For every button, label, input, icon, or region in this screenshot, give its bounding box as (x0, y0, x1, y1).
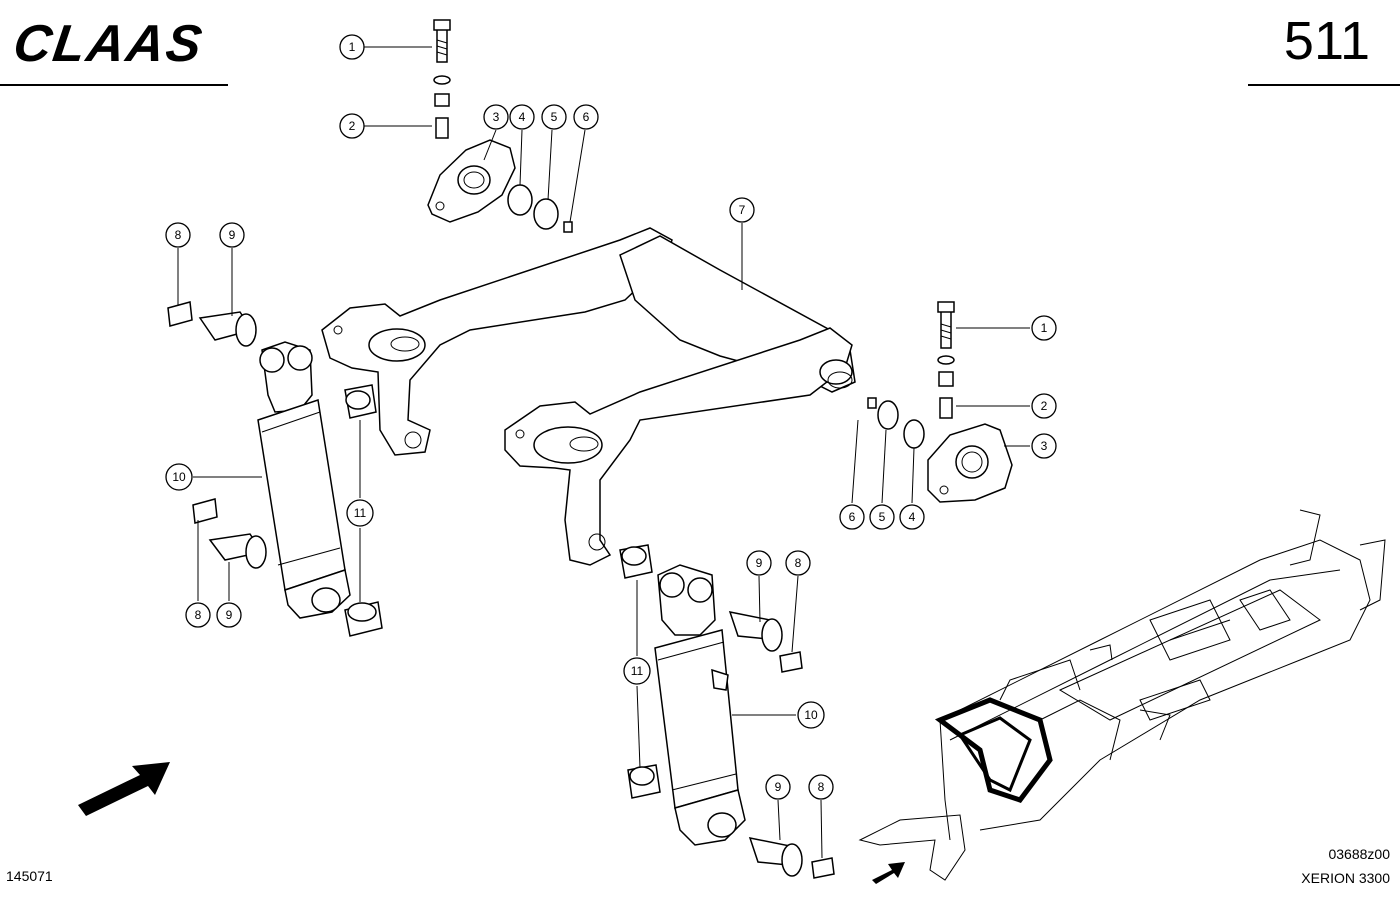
nut-right (938, 371, 954, 387)
cylinder-right (654, 564, 746, 846)
ring-5-right (877, 400, 899, 430)
callout-5-right: 5 (869, 504, 895, 530)
bearing-block-right (927, 423, 1013, 503)
ring-4-upper (507, 184, 533, 216)
svg-text:8: 8 (175, 228, 182, 242)
sleeve-upper (435, 117, 449, 139)
callout-5-top: 5 (541, 104, 567, 130)
page-number: 511 (1283, 11, 1370, 71)
svg-text:5: 5 (551, 110, 558, 124)
svg-text:9: 9 (229, 228, 236, 242)
grease-nipple-right (867, 397, 877, 409)
callout-3-top: 3 (483, 104, 509, 130)
callout-8-left-bottom: 8 (185, 602, 211, 628)
ring-5-upper (533, 198, 559, 230)
svg-text:8: 8 (195, 608, 202, 622)
svg-text:1: 1 (349, 40, 356, 54)
callout-11-right: 11 (623, 657, 651, 685)
pin-9-left-top (198, 311, 257, 347)
callout-8-right-bottom: 8 (808, 774, 834, 800)
svg-text:4: 4 (519, 110, 526, 124)
svg-text:3: 3 (493, 110, 500, 124)
callout-9-right-top: 9 (746, 550, 772, 576)
ring-4-right (903, 419, 925, 449)
header-rule-right (1248, 84, 1400, 86)
svg-text:11: 11 (354, 506, 367, 520)
grease-nipple-upper (563, 221, 573, 233)
callout-10-left: 10 (165, 463, 193, 491)
callout-3-right: 3 (1031, 433, 1057, 459)
bearing-block-upper (427, 139, 516, 223)
cylinder-left (257, 341, 351, 619)
plate-8-left-bottom (192, 498, 218, 524)
leader-lines (177, 46, 1030, 859)
callout-4-right: 4 (899, 504, 925, 530)
callout-10-right: 10 (797, 701, 825, 729)
pin-9-left-bottom (208, 533, 267, 569)
rocker-frame (321, 227, 856, 566)
svg-text:10: 10 (172, 470, 186, 484)
callout-8-right-top: 8 (785, 550, 811, 576)
callout-9-left-bottom: 9 (216, 602, 242, 628)
tractor-frame-overview (858, 509, 1386, 881)
plate-8-right-bottom (811, 857, 835, 879)
washer-upper (433, 75, 451, 85)
image-code: 03688z00 (1328, 846, 1390, 862)
svg-text:10: 10 (804, 708, 818, 722)
plate-8-right-top (779, 651, 803, 673)
nut-upper (434, 93, 450, 107)
svg-text:9: 9 (226, 608, 233, 622)
svg-text:11: 11 (631, 664, 644, 678)
svg-text:9: 9 (775, 780, 782, 794)
direction-arrow-small (872, 862, 905, 884)
bushing-11-left-bottom (344, 601, 383, 637)
callout-4-top: 4 (509, 104, 535, 130)
svg-text:5: 5 (879, 510, 886, 524)
bushing-11-right-top (619, 544, 653, 579)
svg-text:2: 2 (1041, 399, 1048, 413)
direction-arrow-large (78, 762, 170, 816)
callout-6-right: 6 (839, 504, 865, 530)
svg-text:6: 6 (583, 110, 590, 124)
callout-9-right-bottom: 9 (765, 774, 791, 800)
callout-2-right: 2 (1031, 393, 1057, 419)
header-rule-left (0, 84, 228, 86)
bushing-11-left-top (344, 384, 377, 419)
svg-text:6: 6 (849, 510, 856, 524)
bolt-right (937, 301, 955, 349)
sleeve-right (939, 397, 953, 419)
svg-text:3: 3 (1041, 439, 1048, 453)
callout-1-right: 1 (1031, 315, 1057, 341)
svg-text:8: 8 (818, 780, 825, 794)
model-name: XERION 3300 (1301, 870, 1390, 886)
callout-1-top: 1 (339, 34, 365, 60)
pin-9-right-bottom (748, 837, 803, 877)
drawing-id: 145071 (6, 868, 53, 884)
plate-8-left-top (167, 301, 193, 327)
bushing-11-right-bottom (627, 764, 661, 799)
callout-11-left: 11 (346, 499, 374, 527)
washer-right (937, 355, 955, 365)
svg-text:1: 1 (1041, 321, 1048, 335)
svg-text:2: 2 (349, 119, 356, 133)
pin-9-right-top (728, 611, 783, 652)
callout-9-left-top: 9 (219, 222, 245, 248)
callout-6-top: 6 (573, 104, 599, 130)
callout-8-left-top: 8 (165, 222, 191, 248)
svg-text:7: 7 (739, 203, 746, 217)
callout-7: 7 (729, 197, 755, 223)
bolt-upper (433, 19, 451, 63)
svg-text:8: 8 (795, 556, 802, 570)
callout-2-top: 2 (339, 113, 365, 139)
svg-text:4: 4 (909, 510, 916, 524)
svg-text:9: 9 (756, 556, 763, 570)
